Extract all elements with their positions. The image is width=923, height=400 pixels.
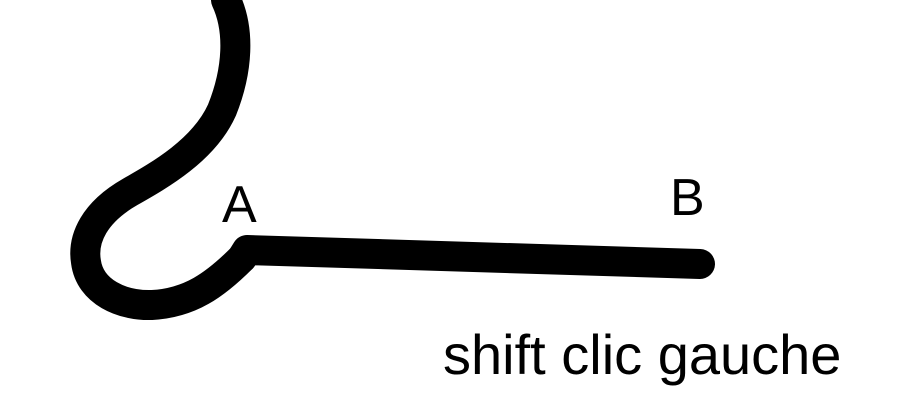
- freehand-curve-stroke: [70, 0, 257, 321]
- point-b-label: B: [670, 169, 705, 227]
- caption-text: shift clic gauche: [443, 323, 841, 386]
- straight-line-segment-a-to-b: [227, 235, 715, 279]
- point-a-label: A: [222, 176, 257, 234]
